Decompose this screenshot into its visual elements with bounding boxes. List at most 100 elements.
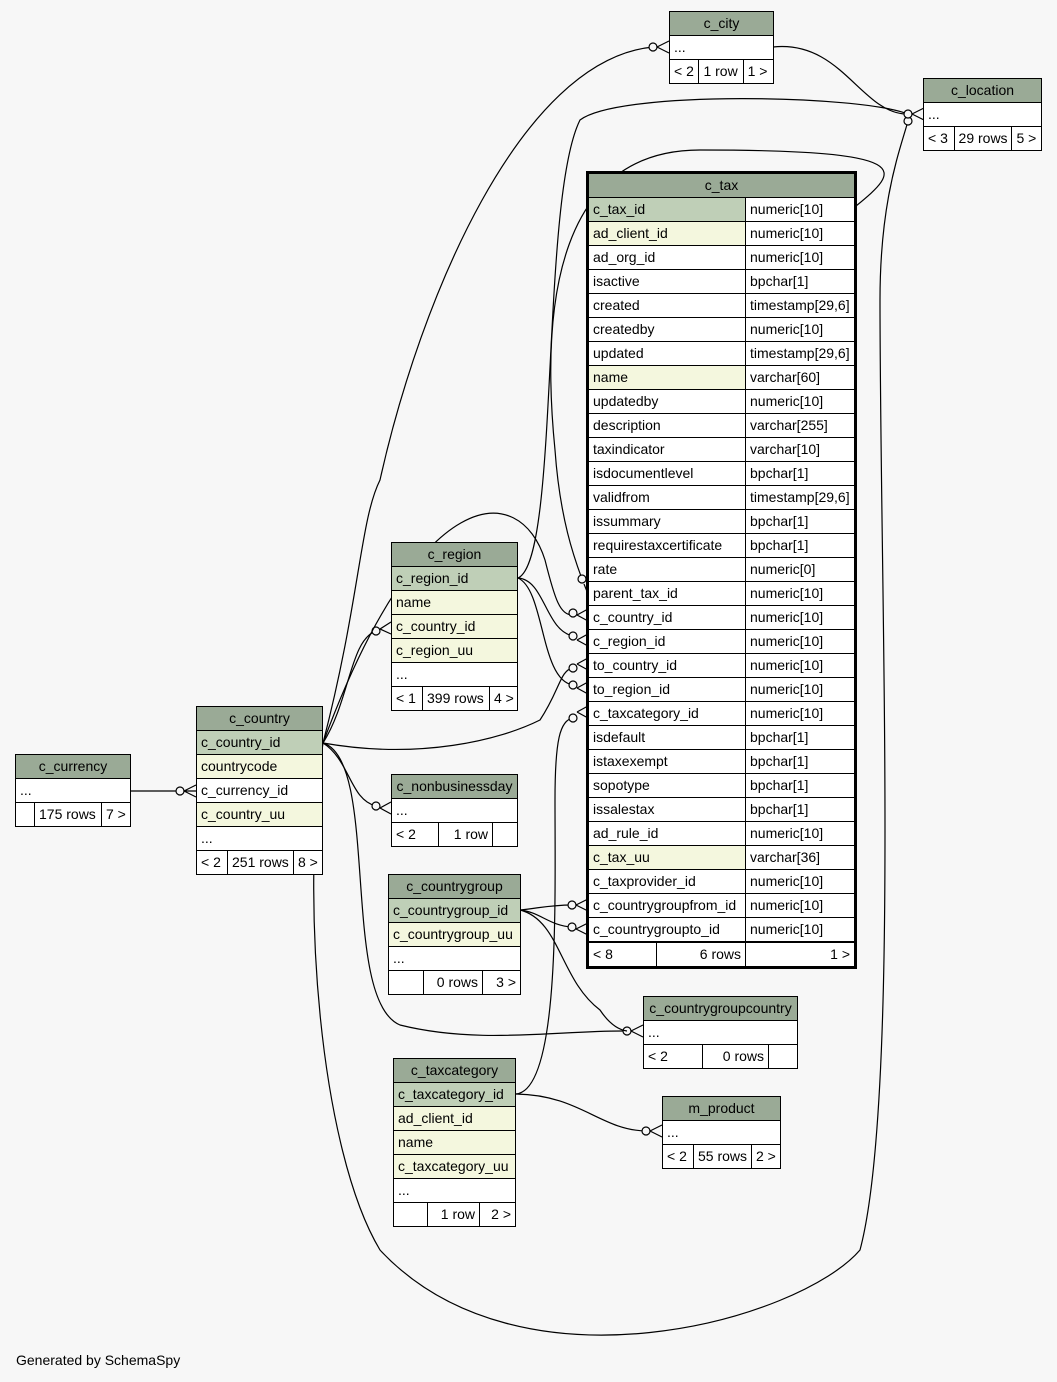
column-name: c_countrygroupfrom_id xyxy=(593,897,737,913)
column-name: requirestaxcertificate xyxy=(593,537,723,553)
table-footer: < 2 0 rows xyxy=(644,1045,797,1068)
column-type: bpchar[1] xyxy=(745,270,854,293)
table-row: ad_client_id xyxy=(394,1107,515,1131)
column-type: bpchar[1] xyxy=(745,510,854,533)
footer-parents: < 3 xyxy=(928,130,948,146)
table-row: ... xyxy=(389,947,520,971)
edge-country-city xyxy=(322,46,654,744)
table-title: c_taxcategory xyxy=(394,1059,515,1083)
column-name: c_country_id xyxy=(201,734,281,750)
table-row: c_taxcategory_id xyxy=(394,1083,515,1107)
column-name: ... xyxy=(667,1124,679,1140)
table-footer: < 2 1 row xyxy=(392,823,517,846)
table-row: issummary bpchar[1] xyxy=(589,510,854,534)
footer-rows: 251 rows xyxy=(227,851,293,874)
table-row: c_countrygroup_uu xyxy=(389,923,520,947)
footer-children: 3 > xyxy=(482,971,520,994)
table-c_city[interactable]: c_city ... < 2 1 row 1 > xyxy=(669,11,774,84)
column-name: ... xyxy=(928,106,940,122)
table-row: c_taxprovider_id numeric[10] xyxy=(589,870,854,894)
column-name: ... xyxy=(20,782,32,798)
column-type: numeric[10] xyxy=(745,582,854,605)
column-type: numeric[10] xyxy=(745,870,854,893)
table-m_product[interactable]: m_product ... < 2 55 rows 2 > xyxy=(662,1096,781,1169)
table-row: ... xyxy=(394,1179,515,1203)
column-name: updatedby xyxy=(593,393,659,409)
column-type: timestamp[29,6] xyxy=(745,486,854,509)
footer-parents: < 2 xyxy=(674,63,694,79)
column-name: description xyxy=(593,417,661,433)
footer-rows: 399 rows xyxy=(422,687,489,710)
table-row: ... xyxy=(392,799,517,823)
footer-children: 5 > xyxy=(1011,127,1041,150)
table-row: c_region_id xyxy=(392,567,517,591)
column-name: name xyxy=(593,369,629,385)
table-row: c_countrygroup_id xyxy=(389,899,520,923)
table-c_taxcategory[interactable]: c_taxcategory c_taxcategory_id ad_client… xyxy=(393,1058,516,1227)
column-name: c_tax_uu xyxy=(593,849,650,865)
footer-parents xyxy=(389,971,423,994)
table-title: c_city xyxy=(670,12,773,36)
table-footer: 0 rows 3 > xyxy=(389,971,520,994)
table-c_countrygroupcountry[interactable]: c_countrygroupcountry ... < 2 0 rows xyxy=(643,996,798,1069)
footer-rows: 55 rows xyxy=(693,1145,751,1168)
column-name: c_taxprovider_id xyxy=(593,873,696,889)
edge-taxcategory-tax xyxy=(515,717,574,1095)
edge-city-location xyxy=(772,46,905,115)
column-type: bpchar[1] xyxy=(745,534,854,557)
table-row: ... xyxy=(644,1021,797,1045)
table-c_location[interactable]: c_location ... < 3 29 rows 5 > xyxy=(923,78,1042,151)
table-title: m_product xyxy=(663,1097,780,1121)
column-name: c_region_uu xyxy=(396,642,474,658)
column-name: to_country_id xyxy=(593,657,678,673)
column-type: varchar[10] xyxy=(745,438,854,461)
footer-parents: < 8 xyxy=(593,946,613,962)
column-name: c_countrygroupto_id xyxy=(593,921,720,937)
column-type: numeric[10] xyxy=(745,222,854,245)
footer-children xyxy=(492,823,517,846)
table-c_nonbusinessday[interactable]: c_nonbusinessday ... < 2 1 row xyxy=(391,774,518,847)
column-type: bpchar[1] xyxy=(745,798,854,821)
column-name: isdocumentlevel xyxy=(593,465,694,481)
footer-parents: < 2 xyxy=(667,1148,687,1164)
column-name: c_taxcategory_id xyxy=(593,705,699,721)
table-c_region[interactable]: c_region c_region_id name c_country_id c… xyxy=(391,542,518,711)
table-c_countrygroup[interactable]: c_countrygroup c_countrygroup_id c_count… xyxy=(388,874,521,995)
footer-parents: < 2 xyxy=(648,1048,668,1064)
footer-children: 7 > xyxy=(101,803,130,826)
column-name: c_region_id xyxy=(396,570,469,586)
edge-end-crowfoot xyxy=(183,784,197,798)
footer-children: 1 > xyxy=(742,60,773,83)
column-name: isdefault xyxy=(593,729,646,745)
table-title: c_currency xyxy=(16,755,130,779)
table-c_country[interactable]: c_country c_country_id countrycode c_cur… xyxy=(196,706,323,875)
column-name: issalestax xyxy=(593,801,655,817)
table-footer: < 1 399 rows 4 > xyxy=(392,687,517,710)
table-footer: < 2 55 rows 2 > xyxy=(663,1145,780,1168)
column-name: issummary xyxy=(593,513,661,529)
column-name: rate xyxy=(593,561,618,577)
footer-parents: < 1 xyxy=(396,690,416,706)
column-type: numeric[10] xyxy=(745,246,854,269)
footer-children: 2 > xyxy=(751,1145,780,1168)
column-name: created xyxy=(593,297,640,313)
table-c_currency[interactable]: c_currency ... 175 rows 7 > xyxy=(15,754,131,827)
edge-region-tax xyxy=(517,577,574,637)
column-name: taxindicator xyxy=(593,441,665,457)
column-type: varchar[36] xyxy=(745,846,854,869)
table-row: taxindicator varchar[10] xyxy=(589,438,854,462)
footer-rows: 29 rows xyxy=(953,127,1012,150)
